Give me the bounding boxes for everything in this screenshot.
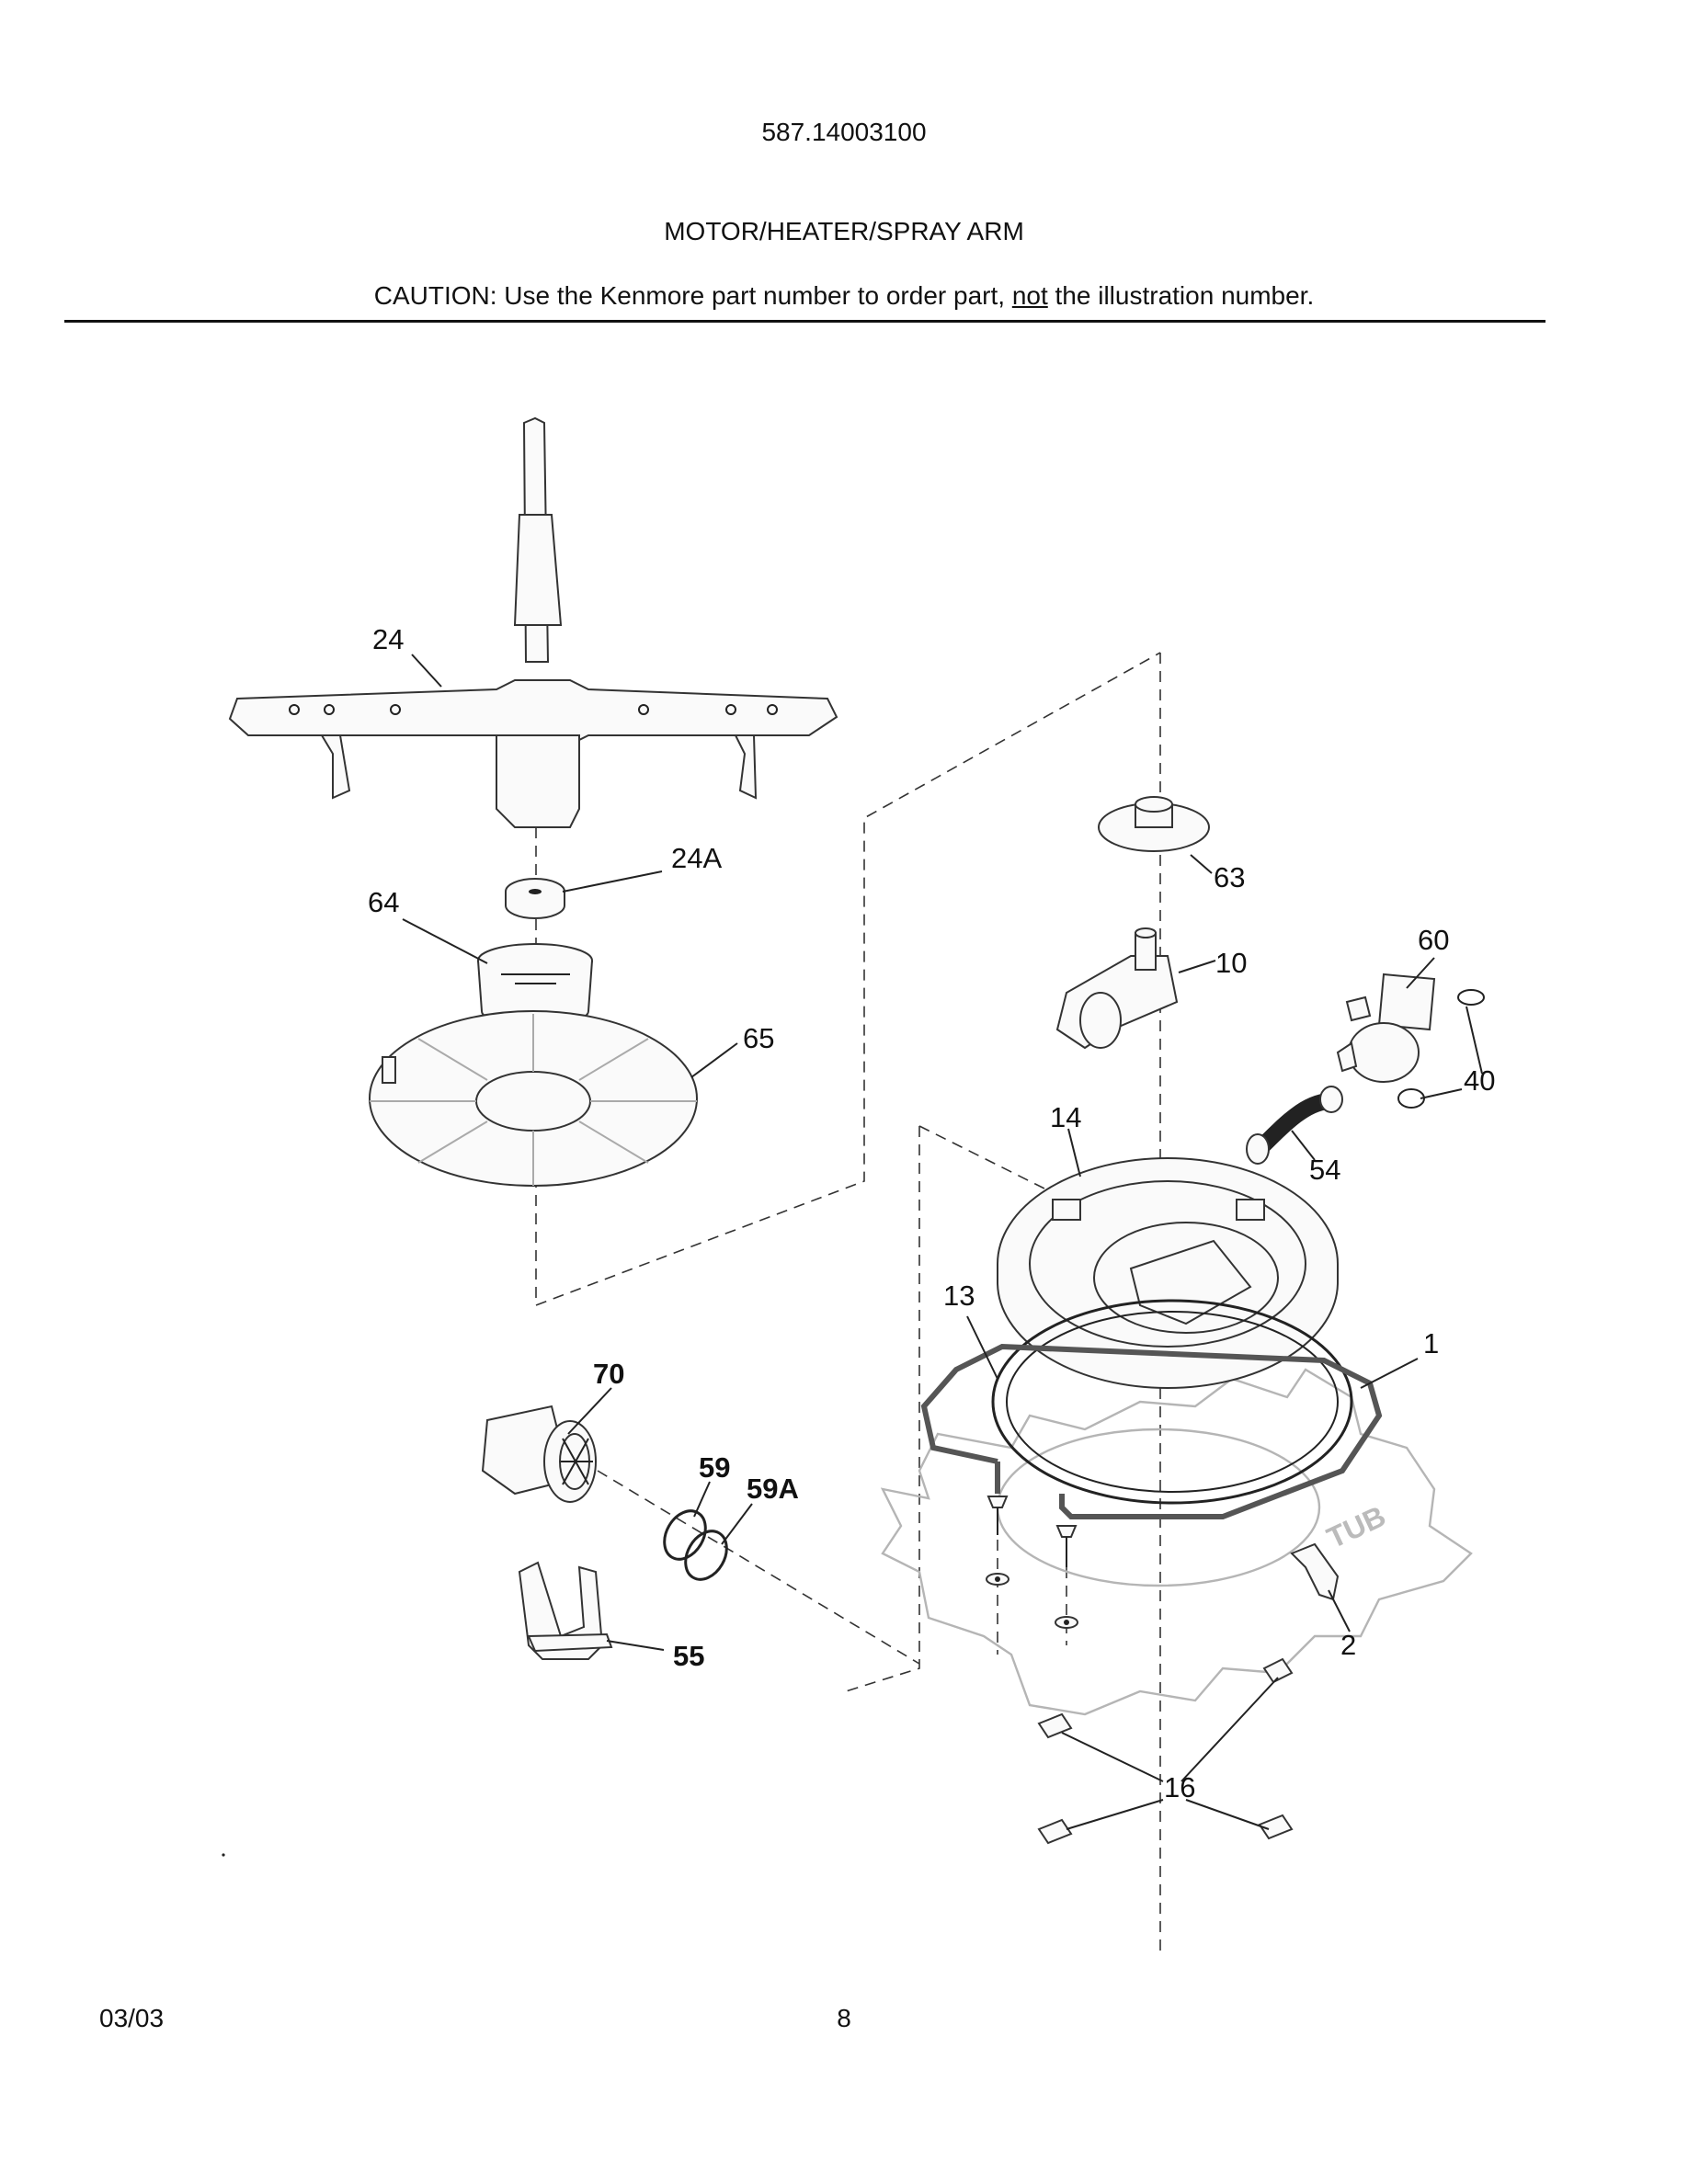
spray-arm-support[interactable] (1098, 796, 1210, 852)
mounting-clips[interactable] (1037, 1657, 1294, 1845)
footer-date: 03/03 (99, 2004, 165, 2032)
callout-16: 16 (1164, 1771, 1195, 1803)
callout-24a: 24A (671, 842, 722, 874)
callout-24: 24 (372, 623, 404, 655)
callout-10: 10 (1215, 947, 1247, 979)
tub-outline: TUB (880, 1368, 1473, 1716)
caution-prefix: CAUTION: Use the Kenmore part number to … (373, 281, 1012, 310)
wash-motor[interactable] (481, 1405, 597, 1503)
callout-59: 59 (699, 1451, 730, 1484)
model-number: 587.14003100 (761, 118, 927, 146)
caution-emphasis: not (1011, 281, 1048, 310)
section-title: MOTOR/HEATER/SPRAY ARM (664, 217, 1024, 245)
callout-55: 55 (673, 1640, 704, 1672)
drain-pump[interactable] (1336, 973, 1436, 1083)
callout-70: 70 (593, 1358, 624, 1390)
callout-60: 60 (1418, 924, 1449, 956)
heater-nuts-washers[interactable] (986, 1496, 1078, 1629)
sump-gasket[interactable] (991, 1299, 1353, 1505)
leader-lines (402, 654, 1483, 1830)
stray-dot (222, 1853, 225, 1857)
callout-1: 1 (1423, 1327, 1439, 1359)
filter-screen[interactable] (369, 1010, 698, 1187)
callout-64: 64 (368, 886, 399, 918)
lower-spray-arm[interactable] (228, 416, 838, 828)
heater-bracket-assembly[interactable] (1055, 927, 1179, 1050)
drain-hose[interactable] (1246, 1086, 1343, 1165)
callout-13: 13 (943, 1280, 975, 1312)
tub-label: TUB (1322, 1499, 1391, 1554)
footer-page-number: 8 (837, 2004, 851, 2032)
callout-labels: 24 24A 64 65 63 60 10 40 14 54 13 1 70 5… (368, 623, 1495, 1803)
callout-2: 2 (1340, 1629, 1356, 1661)
motor-o-rings[interactable] (656, 1504, 736, 1587)
heater-bracket[interactable] (1290, 1542, 1340, 1601)
caution-note: CAUTION: Use the Kenmore part number to … (0, 281, 1688, 311)
callout-59a: 59A (747, 1473, 799, 1505)
spray-arm-bearing[interactable] (505, 878, 565, 919)
motor-mount-bracket[interactable] (518, 1561, 613, 1660)
caution-rule (64, 320, 1545, 323)
callout-40: 40 (1464, 1064, 1495, 1097)
callout-54: 54 (1309, 1154, 1340, 1186)
callout-63: 63 (1214, 861, 1245, 893)
callout-65: 65 (743, 1022, 774, 1054)
caution-suffix: the illustration number. (1047, 281, 1315, 310)
callout-14: 14 (1050, 1101, 1081, 1133)
